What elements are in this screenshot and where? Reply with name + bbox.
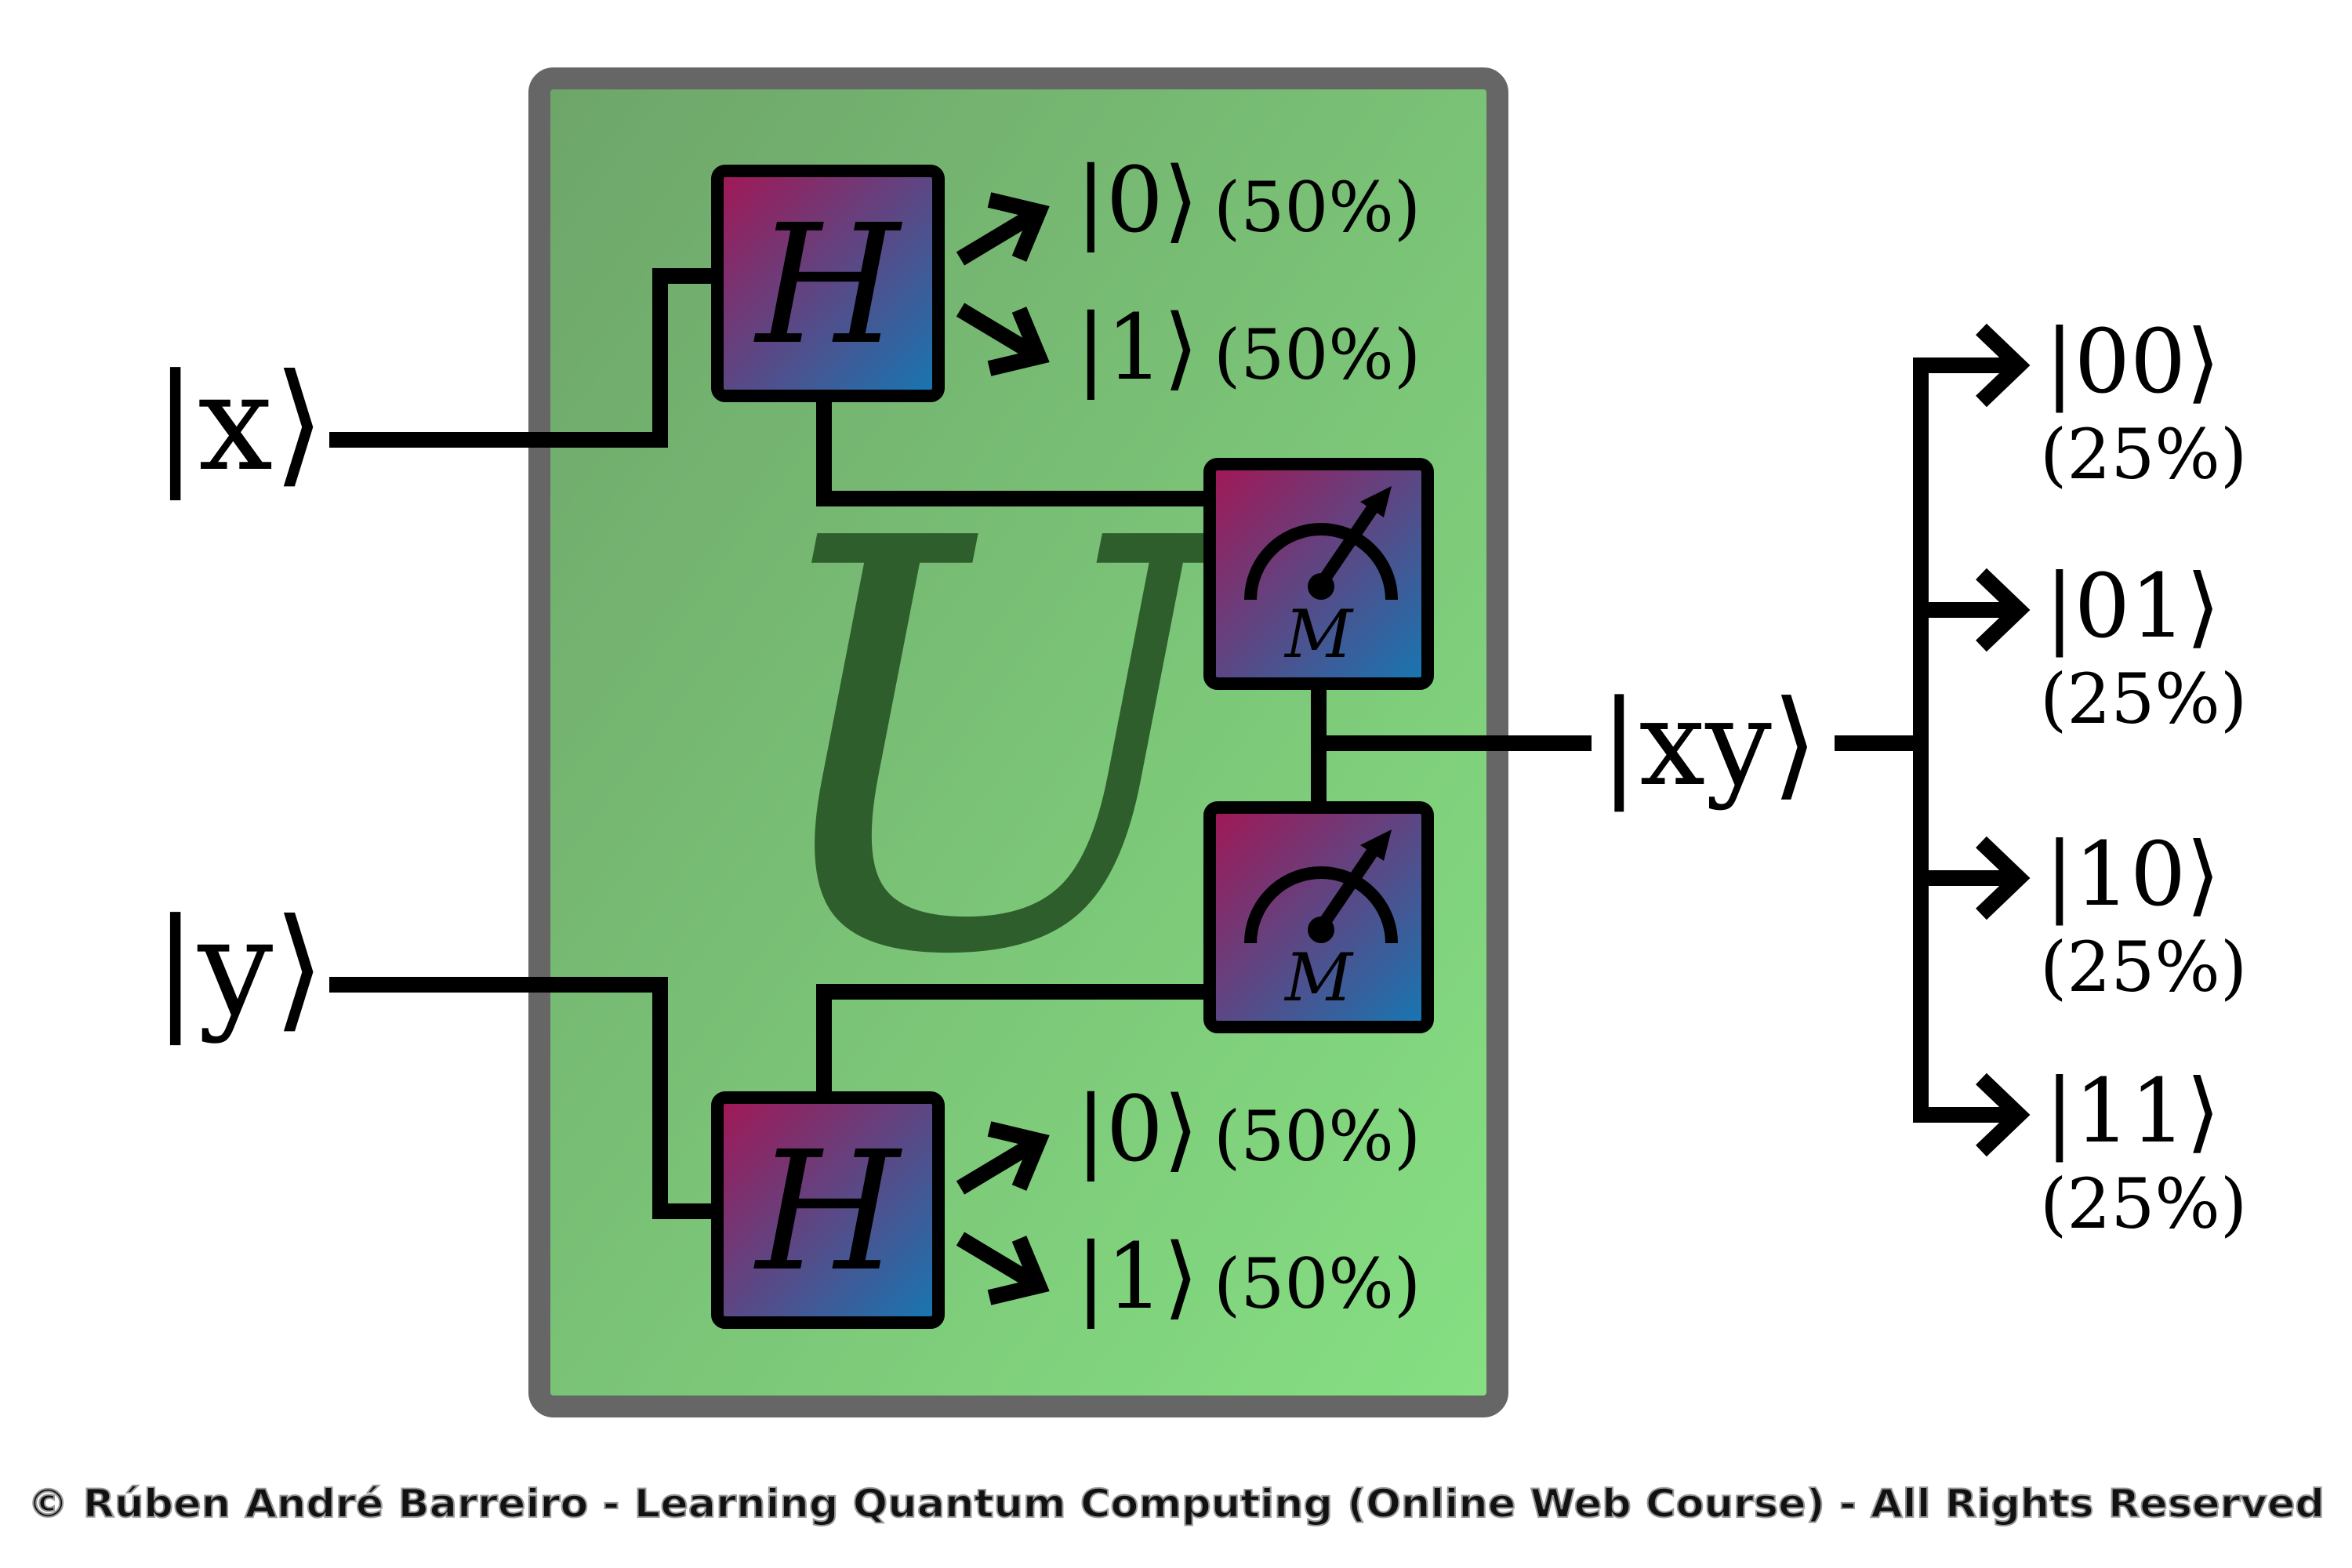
meter-top-label: M: [1283, 596, 1354, 673]
meter-icon: [1244, 486, 1398, 601]
meter-bottom-label: M: [1283, 939, 1354, 1016]
meter-icon: [1244, 829, 1398, 944]
h-bottom-prob-1: (50%): [1214, 1243, 1421, 1324]
measurement-gate-bottom: M: [1203, 801, 1434, 1033]
output-branch-00: [1913, 323, 2031, 408]
copyright-notice: © Rúben André Barreiro - Learning Quantu…: [27, 1481, 2325, 1526]
wire-x-input: [329, 268, 723, 448]
h-top-prob-1: (50%): [1214, 314, 1421, 395]
measurement-gate-top: M: [1203, 458, 1434, 690]
unitary-label: U: [750, 421, 1244, 1078]
hadamard-top-label: H: [753, 189, 902, 381]
h-bottom-outcome-0: |0⟩: [1076, 1077, 1199, 1182]
arrow-h-bottom-0: [956, 1121, 1050, 1195]
h-top-prob-0: (50%): [1214, 167, 1421, 248]
input-ket-x: |x⟩: [153, 346, 325, 501]
arrow-h-top-0: [956, 192, 1050, 266]
output-branch-11: [1913, 1073, 2031, 1157]
input-ket-y: |y⟩: [153, 891, 325, 1046]
h-bottom-outcome-1: |1⟩: [1076, 1225, 1199, 1330]
hadamard-gate-top: H: [711, 165, 945, 402]
arrow-h-top-1: [956, 303, 1050, 376]
h-top-outcome-1: |1⟩: [1076, 296, 1199, 401]
wire-h-top-to-meter: [816, 396, 1211, 506]
output-ket: |xy⟩: [1599, 676, 1817, 812]
h-top-outcome-0: |0⟩: [1076, 148, 1199, 253]
output-prob-11: (25%): [2040, 1163, 2247, 1244]
h-bottom-prob-0: (50%): [1214, 1096, 1421, 1177]
output-state-01: |01⟩: [2045, 556, 2220, 658]
output-prob-01: (25%): [2040, 659, 2247, 739]
wire-h-bottom-to-meter: [816, 984, 1211, 1096]
output-prob-10: (25%): [2040, 927, 2247, 1007]
output-state-00: |00⟩: [2045, 311, 2220, 413]
wire-y-input: [329, 977, 723, 1219]
output-branch-10: [1921, 836, 2031, 920]
output-branches: [1913, 323, 2031, 1157]
output-state-10: |10⟩: [2045, 824, 2220, 926]
output-state-11: |11⟩: [2045, 1061, 2220, 1163]
output-branch-01: [1921, 568, 2031, 652]
arrow-h-bottom-1: [956, 1232, 1050, 1305]
output-prob-00: (25%): [2040, 414, 2247, 495]
hadamard-gate-bottom: H: [711, 1091, 945, 1329]
hadamard-bottom-label: H: [753, 1116, 902, 1308]
